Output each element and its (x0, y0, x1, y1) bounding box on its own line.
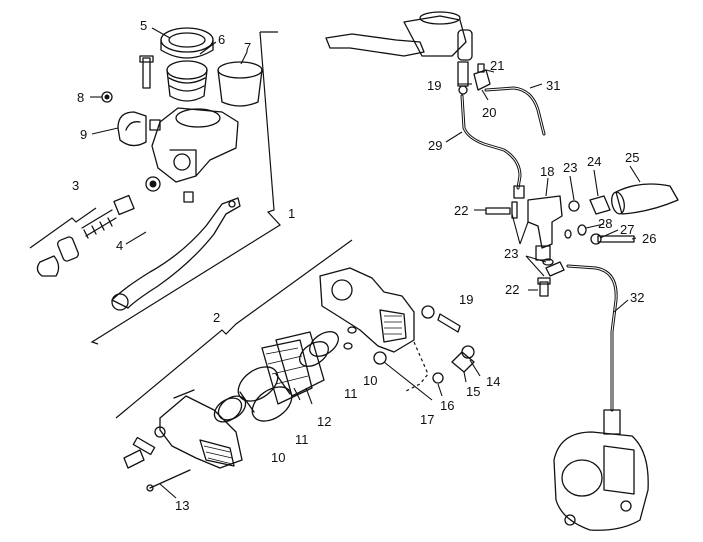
callout-27: 27 (620, 222, 634, 237)
callout-12: 12 (317, 414, 331, 429)
callout-1: 1 (288, 206, 295, 221)
wheel-caliper (553, 409, 649, 531)
callout-2: 2 (213, 310, 220, 325)
callout-23a: 23 (563, 160, 577, 175)
callout-6: 6 (218, 32, 225, 47)
callout-20: 20 (482, 105, 496, 120)
callout-31: 31 (546, 78, 560, 93)
callout-32: 32 (630, 290, 644, 305)
group-2-bracket (115, 239, 353, 419)
callout-10b: 10 (271, 450, 285, 465)
callout-23b: 23 (504, 246, 518, 261)
banjo-fittings-upper (457, 61, 491, 95)
split-pin (146, 469, 191, 492)
brake-pads (261, 331, 325, 405)
handlebar-clamp (117, 111, 147, 147)
piston-kit (36, 176, 194, 277)
brake-hose-32 (566, 264, 618, 412)
caliper-group (115, 239, 475, 492)
group-1-bracket (90, 31, 281, 345)
caliper-bolt (123, 426, 166, 469)
callout-29: 29 (428, 138, 442, 153)
banjo-fittings-lower (537, 258, 565, 297)
caliper-piston (237, 366, 293, 422)
nut-8 (101, 91, 113, 103)
callout-25: 25 (625, 150, 639, 165)
piston-seals (213, 326, 357, 423)
callout-4: 4 (116, 238, 123, 253)
handlebar-master-cylinder (325, 11, 473, 61)
callout-21: 21 (490, 58, 504, 73)
callout-14: 14 (486, 374, 500, 389)
reservoir-bolt (139, 55, 154, 89)
callout-11b: 11 (295, 432, 309, 447)
callout-19b: 19 (459, 292, 473, 307)
caliper-fasteners (373, 305, 475, 393)
master-cylinder-body (149, 107, 239, 183)
leader-lines (90, 27, 641, 499)
master-cylinder-group (29, 27, 281, 345)
brake-light-switch (568, 183, 679, 215)
caliper-outer-half (319, 267, 415, 353)
callout-22a: 22 (454, 203, 468, 218)
callout-7: 7 (244, 40, 251, 55)
reservoir-diaphragm (166, 60, 208, 102)
callout-8: 8 (77, 90, 84, 105)
callout-5: 5 (140, 18, 147, 33)
callout-10a: 10 (363, 373, 377, 388)
callout-28: 28 (598, 216, 612, 231)
callout-3: 3 (72, 178, 79, 193)
callout-24: 24 (587, 154, 601, 169)
reservoir-sleeve (217, 61, 263, 107)
callout-19a: 19 (427, 78, 441, 93)
junction-fasteners (564, 224, 635, 245)
group-3-bracket (29, 207, 97, 249)
callout-26: 26 (642, 231, 656, 246)
callout-18: 18 (540, 164, 554, 179)
reservoir-cap (160, 27, 214, 59)
junction-block (485, 185, 563, 261)
callout-11a: 11 (344, 386, 358, 401)
caliper-inner-half (159, 389, 243, 469)
callout-22b: 22 (505, 282, 519, 297)
callout-13: 13 (175, 498, 189, 513)
callout-16: 16 (440, 398, 454, 413)
callout-17: 17 (420, 412, 434, 427)
callout-15: 15 (466, 384, 480, 399)
callout-labels: 5 6 7 8 9 3 1 4 2 10 11 12 11 10 13 17 1… (72, 18, 656, 513)
brake-lever (111, 197, 241, 311)
callout-9: 9 (80, 127, 87, 142)
hydraulic-lines-group (325, 11, 679, 531)
